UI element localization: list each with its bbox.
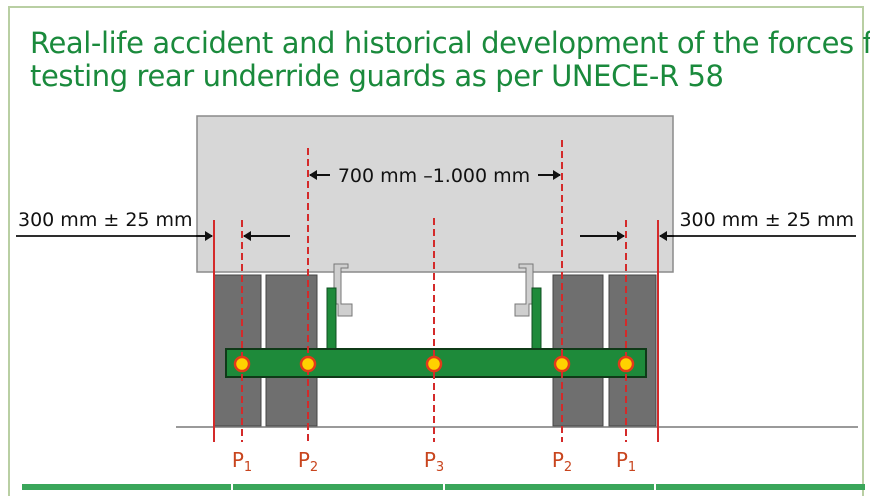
table-header-strip <box>22 484 865 490</box>
center-dimension: 700 mm –1.000 mm <box>309 165 561 187</box>
table-header-cell <box>656 484 865 490</box>
test-point-p3 <box>425 355 443 373</box>
mounting-brackets <box>326 263 542 351</box>
test-lines <box>213 140 659 442</box>
table-header-cell <box>22 484 234 490</box>
point-label-p2-right: P2 <box>552 448 572 475</box>
table-header-cell <box>233 484 445 490</box>
strut-left <box>326 287 337 351</box>
center-dimension-label: 700 mm –1.000 mm <box>338 165 530 187</box>
bracket-left <box>333 263 353 317</box>
strut-right <box>531 287 542 351</box>
test-point-p1-left <box>233 355 251 373</box>
table-header-cell <box>445 484 656 490</box>
left-dimension-label: 300 mm ± 25 mm <box>18 209 193 231</box>
figure-title: Real-life accident and historical develo… <box>30 27 870 93</box>
test-point-p1-right <box>617 355 635 373</box>
right-dimension: 300 mm ± 25 mm <box>580 209 856 241</box>
test-point-p2-right <box>553 355 571 373</box>
point-labels: P1 P2 P3 P2 P1 <box>232 448 636 475</box>
point-label-p1-left: P1 <box>232 448 252 475</box>
point-label-p2-left: P2 <box>298 448 318 475</box>
point-label-p1-right: P1 <box>616 448 636 475</box>
point-label-p3: P3 <box>424 448 444 475</box>
title-line-1: Real-life accident and historical develo… <box>30 26 870 60</box>
title-line-2: testing rear underride guards as per UNE… <box>30 59 724 93</box>
test-point-p2-left <box>299 355 317 373</box>
left-dimension: 300 mm ± 25 mm <box>16 209 290 241</box>
trailer-body <box>196 115 674 273</box>
test-points <box>233 355 635 373</box>
figure-frame: Real-life accident and historical develo… <box>8 6 870 496</box>
right-dimension-label: 300 mm ± 25 mm <box>679 209 854 231</box>
